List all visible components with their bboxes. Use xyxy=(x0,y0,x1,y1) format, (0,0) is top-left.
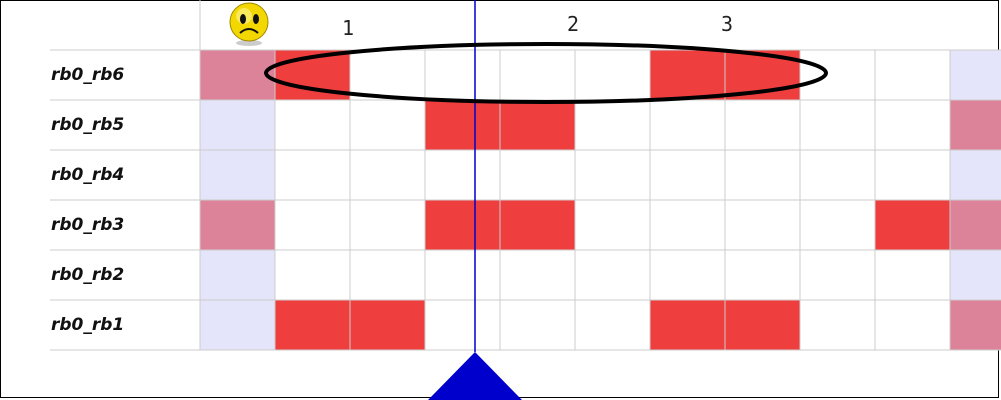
grid-cell xyxy=(424,99,501,151)
grid-cell xyxy=(874,299,951,351)
grid-cell xyxy=(574,49,651,101)
row-label: rb0_rb4 xyxy=(51,165,125,185)
highlight-ellipse xyxy=(264,42,828,104)
grid-cell xyxy=(424,299,501,351)
grid-cell xyxy=(874,249,951,301)
row-label: rb0_rb1 xyxy=(51,315,125,335)
grid-cell xyxy=(799,249,876,301)
marker-label-2: 2 xyxy=(567,12,580,36)
grid-cell xyxy=(274,99,351,151)
grid-cell xyxy=(949,249,1001,301)
grid-cell xyxy=(199,99,276,151)
grid-cell xyxy=(199,49,276,101)
grid-cell xyxy=(574,249,651,301)
marker-label-1: 1 xyxy=(342,16,355,40)
grid-cell xyxy=(724,199,801,251)
grid-cell xyxy=(424,149,501,201)
sad-smiley-icon xyxy=(229,2,269,46)
grid-cell xyxy=(274,299,351,351)
grid-cell xyxy=(799,299,876,351)
grid-cell xyxy=(424,49,501,101)
grid-cell xyxy=(274,149,351,201)
grid-cell xyxy=(349,249,426,301)
grid-cell xyxy=(199,249,276,301)
row-label: rb0_rb3 xyxy=(51,215,125,235)
grid-cell xyxy=(874,99,951,151)
grid-cell xyxy=(649,49,726,101)
grid-cell xyxy=(424,249,501,301)
grid-cell xyxy=(949,99,1001,151)
marker-label-3: 3 xyxy=(721,12,734,36)
grid-cell xyxy=(799,99,876,151)
grid-cell xyxy=(499,149,576,201)
grid-cell xyxy=(724,299,801,351)
grid-cell xyxy=(574,99,651,151)
grid-cell xyxy=(724,249,801,301)
grid-cell xyxy=(574,299,651,351)
grid-cell xyxy=(499,249,576,301)
grid-cell xyxy=(349,199,426,251)
grid-cell xyxy=(199,299,276,351)
row-label: rb0_rb6 xyxy=(51,65,125,85)
row-label: rb0_rb2 xyxy=(51,265,125,285)
grid-cell xyxy=(274,199,351,251)
row-label: rb0_rb5 xyxy=(51,115,125,135)
grid-cell xyxy=(499,99,576,151)
grid-cell xyxy=(799,49,876,101)
triangle-pointer-icon xyxy=(428,352,522,400)
grid-cell xyxy=(349,49,426,101)
grid-cell xyxy=(799,199,876,251)
grid-cell xyxy=(949,299,1001,351)
grid-cell xyxy=(349,99,426,151)
grid-cell xyxy=(499,299,576,351)
grid-cell xyxy=(499,199,576,251)
grid-cell xyxy=(724,149,801,201)
grid-cell xyxy=(949,199,1001,251)
grid-cell xyxy=(724,99,801,151)
grid-cell xyxy=(649,99,726,151)
grid-cell xyxy=(574,199,651,251)
grid-cell xyxy=(574,149,651,201)
